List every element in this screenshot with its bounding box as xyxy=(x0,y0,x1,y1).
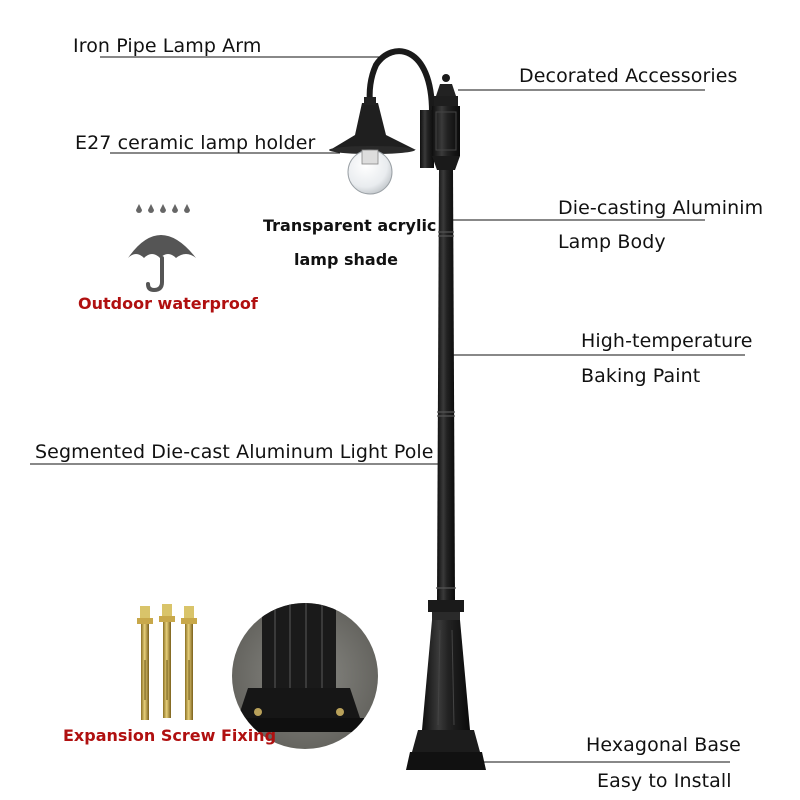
label-lamp-body-line1: Die-casting Aluminim xyxy=(558,197,764,219)
label-shade-line2: lamp shade xyxy=(294,250,398,269)
label-lamp-holder: E27 ceramic lamp holder xyxy=(75,132,316,154)
label-base-line1: Hexagonal Base xyxy=(586,734,741,756)
label-waterproof: Outdoor waterproof xyxy=(78,294,258,313)
umbrella-rain-icon xyxy=(128,204,196,293)
label-decorated-accessories: Decorated Accessories xyxy=(519,65,738,87)
label-base-line2: Easy to Install xyxy=(597,770,732,792)
decorated-accessory xyxy=(432,74,460,170)
base-closeup-photo xyxy=(232,603,378,749)
leader-lines xyxy=(30,56,745,763)
lamp-head xyxy=(329,97,416,195)
lamp-arm xyxy=(366,48,435,168)
label-lamp-body-line2: Lamp Body xyxy=(558,231,666,253)
label-lamp-arm: Iron Pipe Lamp Arm xyxy=(73,35,262,57)
label-pole: Segmented Die-cast Aluminum Light Pole xyxy=(35,441,434,463)
light-pole xyxy=(406,170,486,770)
expansion-screw-icon xyxy=(137,604,197,720)
label-screws: Expansion Screw Fixing xyxy=(63,726,277,745)
label-shade-line1: Transparent acrylic xyxy=(263,216,437,235)
label-paint-line2: Baking Paint xyxy=(581,365,701,387)
label-paint-line1: High-temperature xyxy=(581,330,753,352)
